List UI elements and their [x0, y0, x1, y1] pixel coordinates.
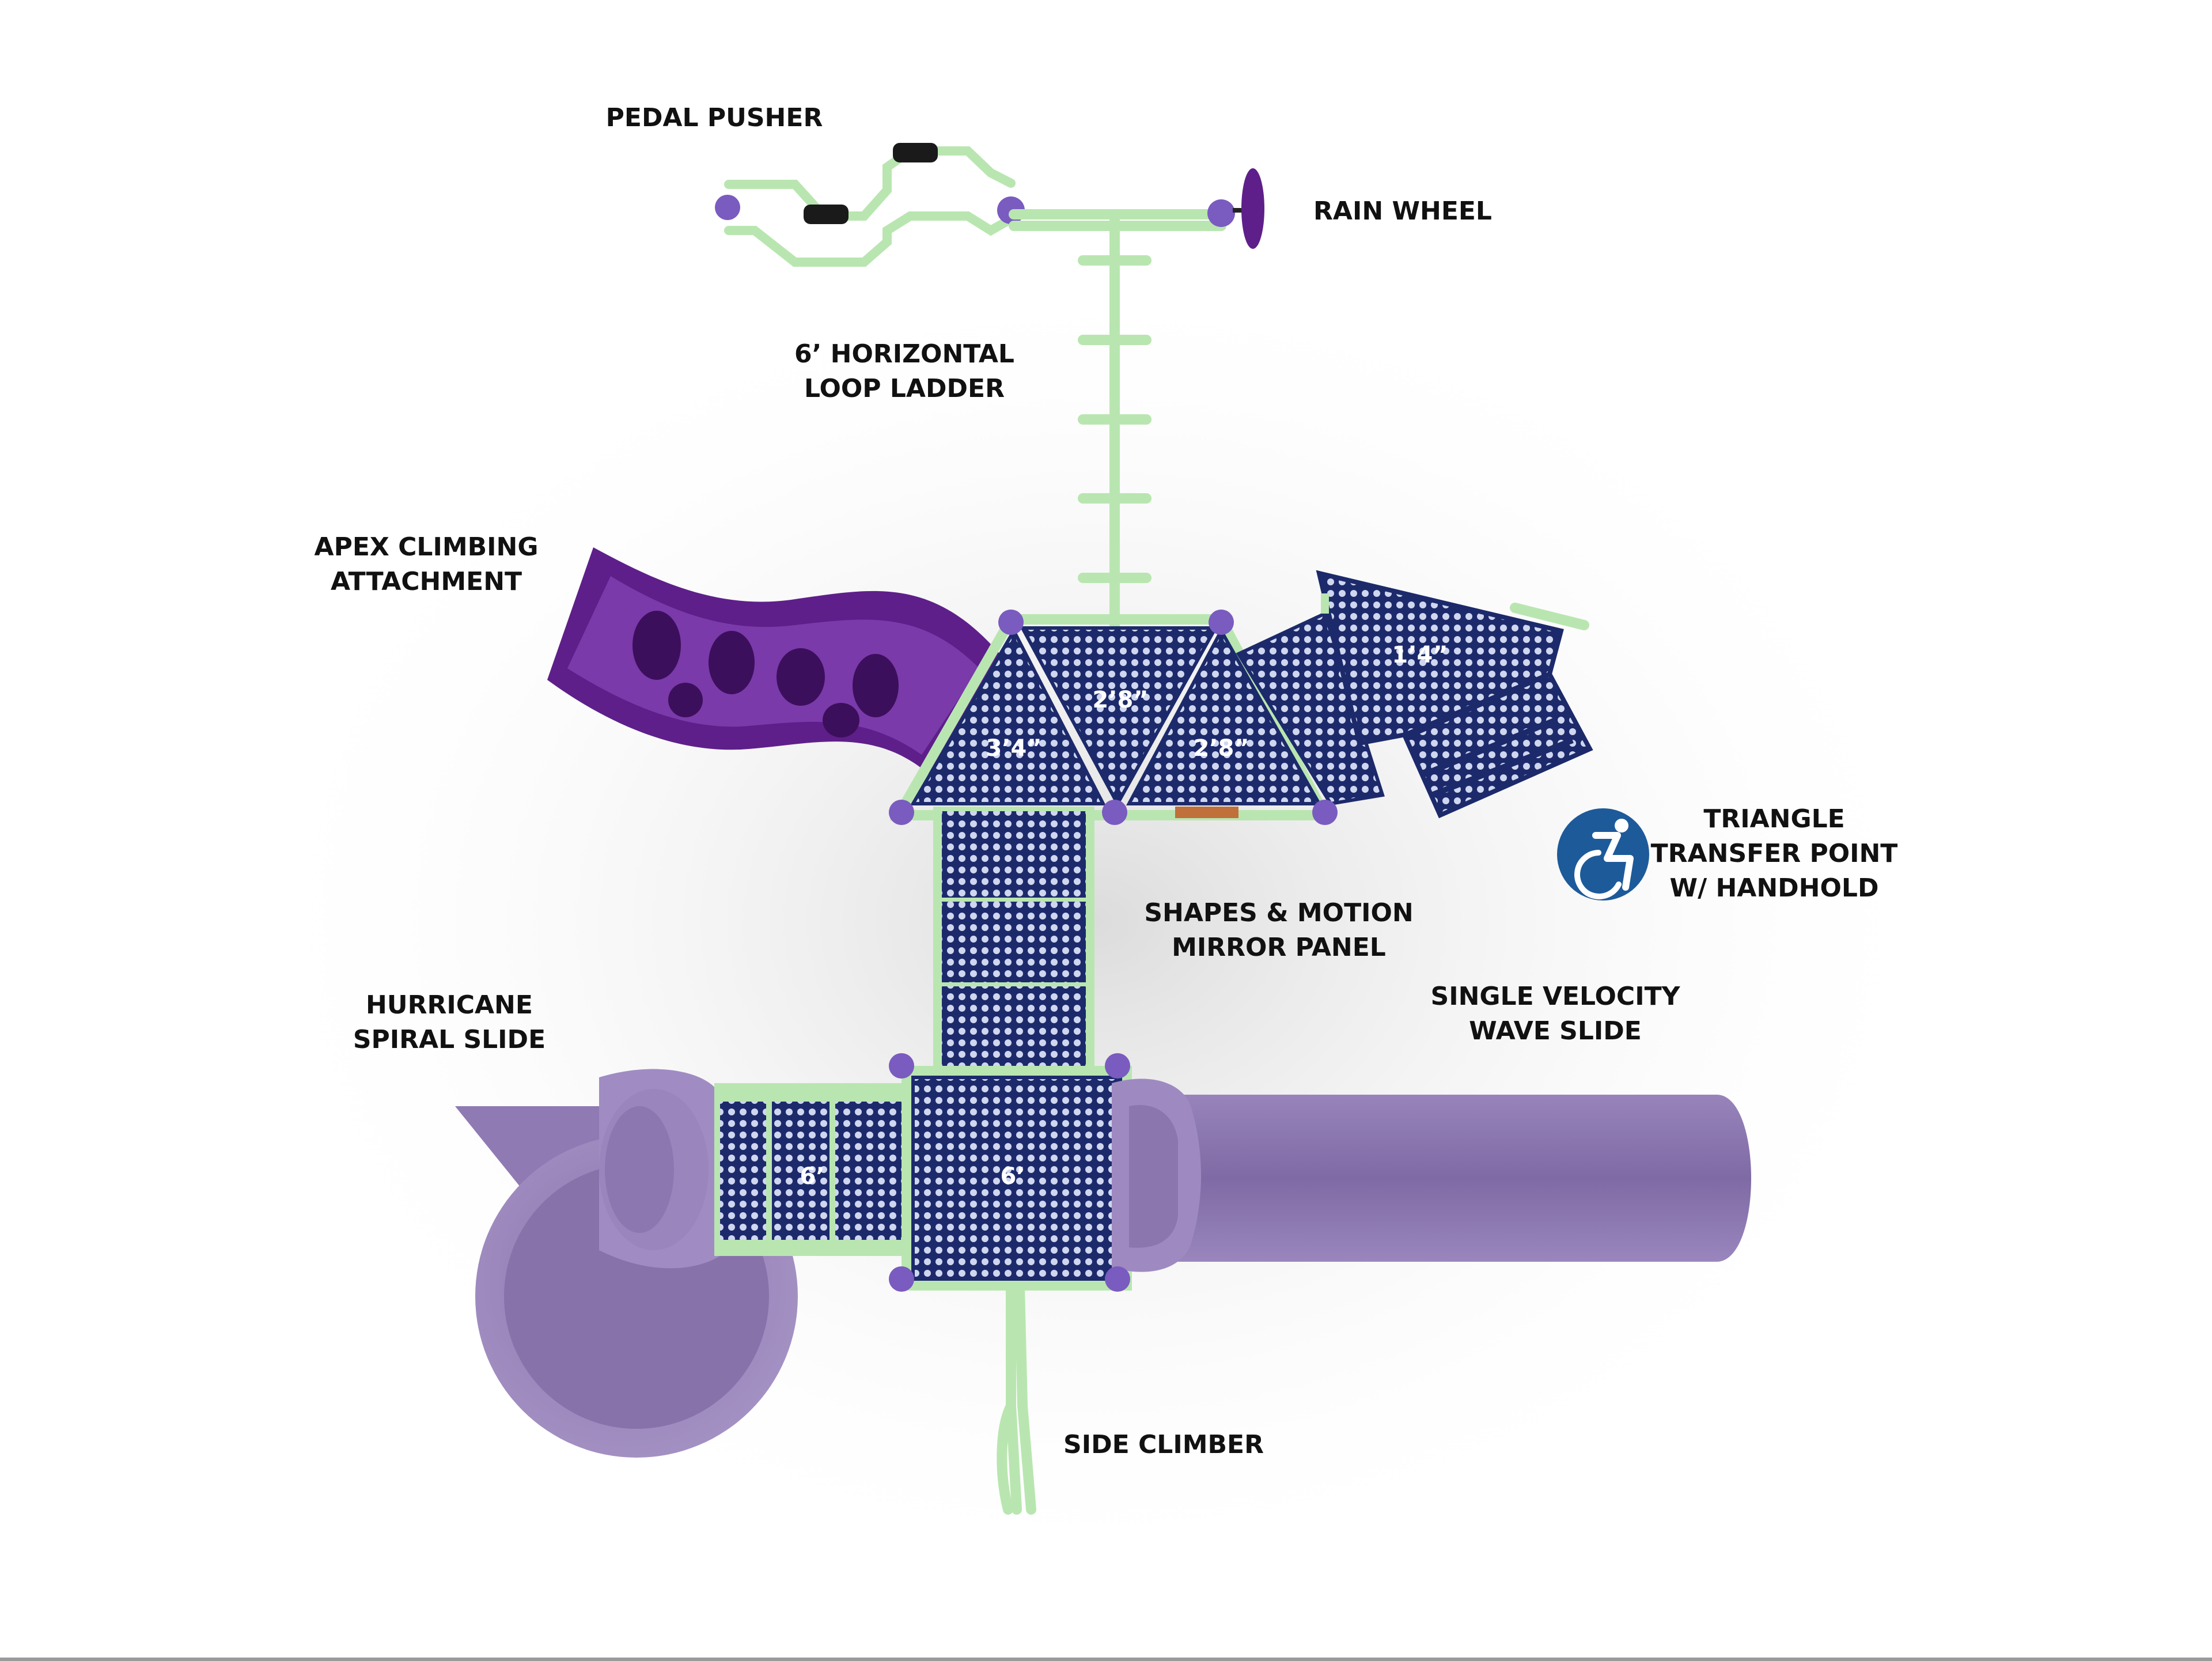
height-bridge-deck: 6’: [800, 1163, 824, 1190]
single-velocity-wave-slide: [1112, 1079, 1751, 1272]
main-deck: [902, 1066, 1132, 1291]
deck-right-triangle: [1126, 627, 1323, 805]
height-transfer: 1’4”: [1392, 642, 1448, 668]
deck-center-triangle: [1019, 626, 1219, 808]
height-right-triangle: 2’8”: [1193, 735, 1249, 762]
frame-clamps: [889, 610, 1338, 1292]
side-bridge: [714, 1083, 910, 1256]
label-triangle-transfer: TRIANGLE TRANSFER POINT W/ HANDHOLD: [1650, 804, 1898, 903]
height-center-triangle: 2’8”: [1092, 687, 1148, 713]
height-main-deck: 6’: [1000, 1163, 1025, 1190]
height-left-triangle: 3’4”: [986, 735, 1041, 762]
rain-wheel: [1207, 168, 1264, 249]
label-rain-wheel: RAIN WHEEL: [1313, 196, 1492, 226]
side-climber: [997, 1282, 1036, 1515]
label-apex-climbing: APEX CLIMBING ATTACHMENT: [314, 532, 539, 596]
triangle-transfer-point: [1236, 570, 1593, 819]
bottom-border: [0, 1658, 2212, 1661]
pedal-pusher: [724, 146, 1018, 267]
apex-climbing-attachment: [547, 547, 1002, 778]
label-side-climber: SIDE CLIMBER: [1063, 1430, 1264, 1459]
mirror-panel: [1175, 807, 1238, 818]
label-hurricane-slide: HURRICANE SPIRAL SLIDE: [353, 990, 546, 1054]
label-pedal-pusher: PEDAL PUSHER: [605, 103, 823, 133]
bridge-deck: [933, 807, 1094, 1083]
label-loop-ladder: 6’ HORIZONTAL LOOP LADDER: [794, 339, 1014, 403]
label-shapes-mirror: SHAPES & MOTION MIRROR PANEL: [1144, 898, 1414, 962]
loop-ladder: [1078, 209, 1152, 633]
label-velocity-slide: SINGLE VELOCITY WAVE SLIDE: [1430, 982, 1680, 1046]
wheelchair-accessibility-icon: [1557, 808, 1649, 901]
triangle-deck-cluster: [889, 614, 1334, 820]
deck-left-triangle: [910, 627, 1106, 805]
